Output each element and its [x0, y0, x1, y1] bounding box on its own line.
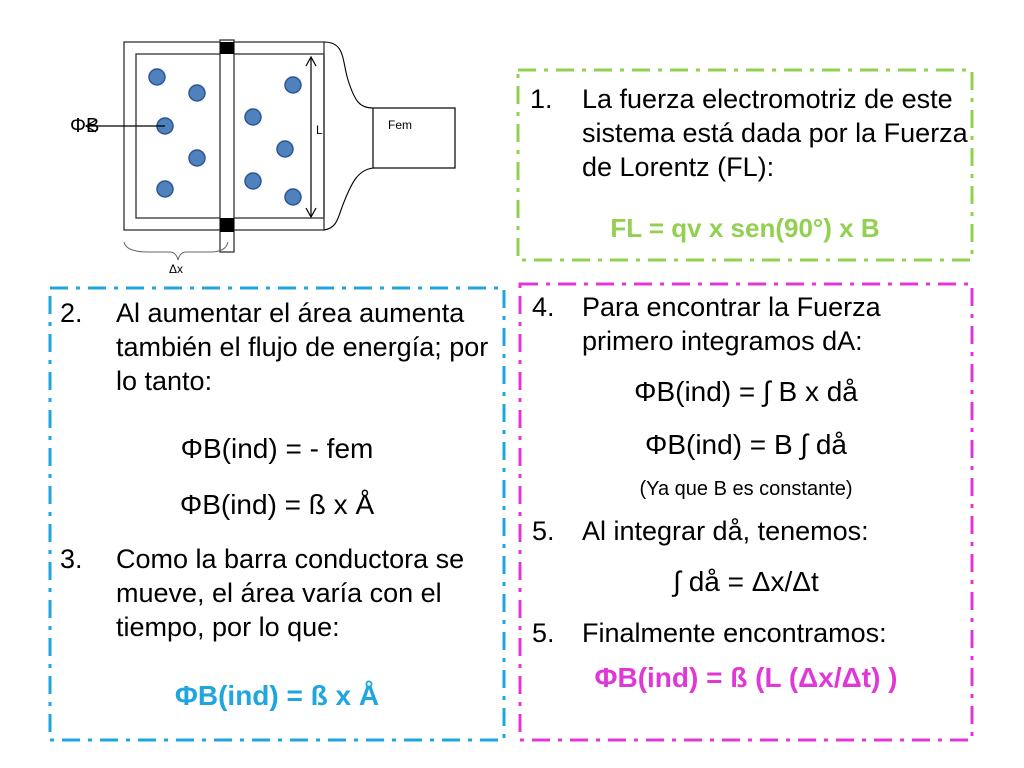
field-dot: [188, 149, 206, 167]
item-text: Finalmente encontramos:: [582, 618, 887, 648]
flux-equation-3: ΦB(ind) = ß x Å: [48, 678, 506, 714]
item-text: La fuerza electromotriz de este sistema …: [582, 84, 968, 182]
integral-equation-1: ΦB(ind) = ∫ B x då: [518, 374, 974, 410]
item-number: 5.: [532, 618, 555, 648]
equation-text: ΦB(ind) = ß x Å: [174, 680, 380, 711]
circuit-diagram: ΦB L Fem Δx: [70, 30, 490, 280]
fem-wire-top: [323, 41, 374, 109]
equation-text: ΦB(ind) = B ∫ då: [645, 429, 847, 460]
box-integration-border: [518, 282, 974, 742]
field-dot: [276, 140, 294, 158]
item-text: Como la barra conductora se mueve, el ár…: [116, 544, 465, 642]
bar-contact-bottom: [220, 218, 234, 232]
box-lorentz-border: [516, 68, 974, 262]
integral-equation-3: ∫ då = Δx/Δt: [518, 564, 974, 600]
fem-box: [372, 107, 456, 169]
box-flux: 2. Al aumentar el área aumenta también e…: [48, 286, 506, 742]
item-text: Al integrar då, tenemos:: [582, 516, 869, 546]
field-dot: [244, 172, 262, 190]
item-number: 5.: [532, 516, 555, 546]
dx-brace: [123, 241, 229, 261]
lorentz-equation-text: FL = qv x sen(90°) x B: [610, 213, 880, 243]
dx-label: Δx: [169, 262, 184, 276]
box-integration: 4. Para encontrar la Fuerza primero inte…: [518, 282, 974, 742]
equation-text: ΦB(ind) = ∫ B x då: [634, 376, 858, 407]
field-dot: [284, 188, 302, 206]
lorentz-equation: FL = qv x sen(90°) x B: [516, 210, 974, 246]
integral-equation-2: ΦB(ind) = B ∫ då: [518, 427, 974, 463]
constant-note: (Ya que B es constante): [639, 478, 853, 500]
field-dot: [284, 76, 302, 94]
item-text: Para encontrar la Fuerza primero integra…: [582, 292, 881, 356]
field-dot: [156, 180, 174, 198]
item-number: 1.: [530, 84, 553, 114]
item-text: Al aumentar el área aumenta también el f…: [116, 298, 489, 396]
length-label: L: [316, 123, 323, 137]
equation-text: ΦB(ind) = - fem: [180, 433, 374, 464]
flux-equation-1: ΦB(ind) = - fem: [48, 431, 506, 467]
circuit-diagram-svg: [84, 39, 456, 261]
equation-text: ΦB(ind) = ß x Å: [179, 489, 375, 520]
bar-contact-top: [220, 42, 234, 54]
item-number: 2.: [60, 298, 83, 328]
equation-text: ∫ då = Δx/Δt: [673, 566, 819, 597]
field-dot: [148, 68, 166, 86]
flux-label-text: ΦB: [70, 115, 100, 137]
final-equation: ΦB(ind) = ß (L (Δx/Δt) ): [518, 660, 974, 696]
box-lorentz: 1. La fuerza electromotriz de este siste…: [516, 68, 974, 262]
flux-label: ΦB: [70, 114, 99, 138]
flux-equation-2: ΦB(ind) = ß x Å: [48, 487, 506, 523]
item-number: 4.: [532, 292, 555, 322]
fem-label: Fem: [388, 118, 412, 132]
conducting-bar: [219, 39, 235, 253]
box-flux-border: [48, 286, 506, 742]
field-dot: [244, 108, 262, 126]
equation-text: ΦB(ind) = ß (L (Δx/Δt) ): [594, 662, 898, 693]
magnetic-field-dots: [148, 68, 302, 206]
item-number: 3.: [60, 544, 83, 574]
fem-wire-bottom: [323, 167, 374, 231]
field-dot: [188, 84, 206, 102]
